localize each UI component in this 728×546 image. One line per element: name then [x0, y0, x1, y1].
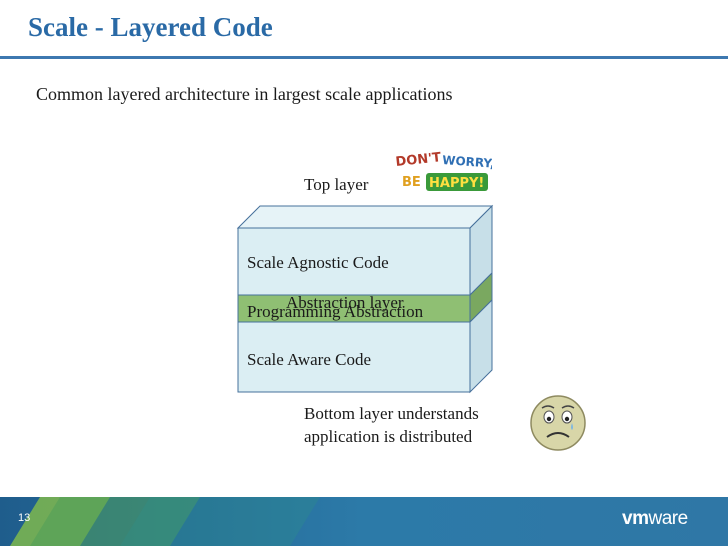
logo-ware: ware: [648, 508, 688, 529]
layer-overlay-abstraction: Abstraction layer: [286, 293, 404, 312]
slide-title: Scale - Layered Code: [28, 12, 273, 42]
vmware-logo: vmware: [622, 508, 688, 530]
page-number: 13: [18, 512, 31, 524]
bottom-layer-label-line1: Bottom layer understands: [304, 404, 479, 423]
svg-text:DON'T: DON'T: [395, 150, 442, 170]
layer-label-scale-aware: Scale Aware Code: [247, 350, 372, 369]
footer-band: [0, 497, 728, 546]
layer-box-top: [236, 204, 494, 297]
layer-box-bottom: [237, 298, 493, 394]
title-divider: [0, 56, 728, 59]
sad-face-icon: [530, 395, 586, 451]
svg-text:HAPPY!: HAPPY!: [429, 176, 484, 191]
svg-text:WORRY,: WORRY,: [442, 153, 492, 171]
svg-text:BE: BE: [402, 175, 421, 190]
top-layer-label: Top layer: [304, 175, 369, 194]
bottom-layer-label-line2: application is distributed: [304, 427, 473, 446]
layer-label-scale-agnostic: Scale Agnostic Code: [247, 253, 389, 272]
logo-vm: vm: [622, 508, 649, 529]
slide-subtitle: Common layered architecture in largest s…: [36, 84, 453, 104]
dont-worry-be-happy-sticker-icon: DON'T WORRY, BE HAPPY!: [392, 140, 492, 200]
layer-box-middle: [237, 271, 493, 324]
layer-label-programming-abstraction: Programming Abstraction: [247, 302, 424, 321]
